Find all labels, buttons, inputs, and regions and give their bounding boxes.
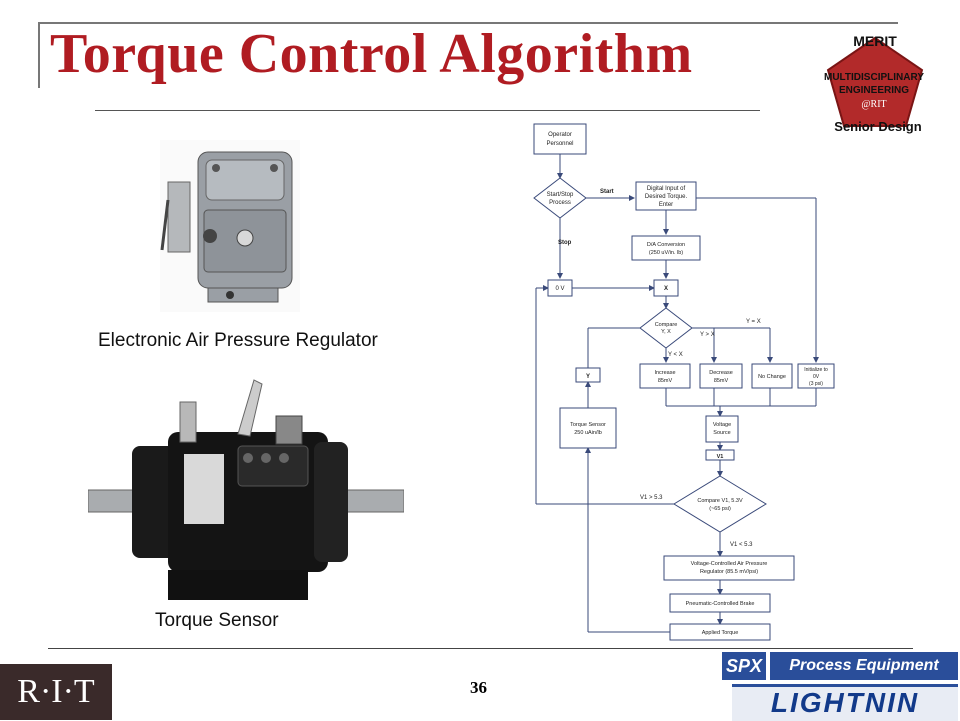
fc-increase-2: 85mV — [658, 378, 673, 384]
regulator-caption: Electronic Air Pressure Regulator — [98, 330, 378, 351]
fc-vc-2: Regulator (85.5 mV/psi) — [700, 569, 758, 575]
fc-torque-sensor-1: Torque Sensor — [570, 422, 606, 428]
fc-y-eq-x: Y = X — [746, 319, 761, 325]
fc-torque-sensor-2: 250 uAin/lb — [574, 430, 602, 436]
fc-voltage-2: Source — [713, 430, 730, 436]
title-bracket-top — [38, 22, 898, 24]
fc-init-2: 0V — [813, 374, 820, 380]
fc-digital-1: Digital Input of — [647, 186, 686, 192]
fc-operator-1: Operator — [548, 132, 572, 138]
lightnin-logo: LIGHTNIN — [722, 684, 958, 721]
fc-zero-v: 0 V — [555, 286, 564, 292]
rit-logo: R·I·T — [0, 664, 112, 720]
sensor-caption: Torque Sensor — [155, 610, 279, 631]
fc-y-gt-x: Y > X — [700, 332, 715, 338]
spx-logo: SPX Process Equipment — [722, 652, 958, 682]
page-number: 36 — [470, 678, 487, 697]
fc-v1-gt: V1 > 5.3 — [640, 495, 663, 501]
spx-logo-text: Process Equipment — [770, 652, 958, 680]
fc-digital-2: Desired Torque. — [645, 194, 688, 200]
fc-operator-2: Personnel — [546, 141, 573, 147]
fc-compare-v1-2: (~65 psi) — [709, 506, 731, 512]
fc-v1-lt: V1 < 5.3 — [730, 542, 753, 548]
fc-da-2: (250 uV/in. lb) — [649, 250, 683, 256]
fc-compare-yx-2: Y, X — [661, 329, 671, 335]
fc-y-box: Y — [586, 374, 590, 380]
torque-sensor-image — [88, 379, 404, 600]
torque-flowchart: Operator Personnel Start/Stop Process St… — [533, 123, 835, 641]
title-bracket — [38, 22, 40, 88]
fc-applied-torque: Applied Torque — [702, 630, 739, 636]
fc-start-label: Start — [600, 189, 614, 195]
merit-logo: MERIT MULTIDISCIPLINARY ENGINEERING @RIT… — [824, 33, 924, 134]
air-pressure-regulator-image — [160, 140, 300, 312]
merit-line3: @RIT — [861, 99, 886, 110]
fc-decrease-2: 85mV — [714, 378, 729, 384]
fc-v1-box: V1 — [717, 454, 724, 460]
fc-no-change: No Change — [758, 374, 786, 380]
merit-line1: MULTIDISCIPLINARY — [824, 72, 924, 83]
fc-y-lt-x: Y < X — [668, 352, 683, 358]
rit-logo-text: R·I·T — [17, 673, 95, 710]
fc-init-1: Initialize to — [804, 367, 828, 373]
merit-top-text: MERIT — [853, 33, 897, 49]
fc-da-1: D/A Conversion — [647, 242, 685, 248]
title-underline — [95, 110, 760, 111]
fc-digital-3: Enter — [659, 202, 673, 208]
fc-decrease-1: Decrease — [709, 370, 733, 376]
footer-rule — [48, 648, 913, 649]
merit-line2: ENGINEERING — [839, 85, 909, 96]
lightnin-logo-text: LIGHTNIN — [732, 684, 958, 721]
merit-bottom-text: Senior Design — [834, 119, 921, 134]
fc-compare-yx-1: Compare — [655, 322, 678, 328]
fc-brake: Pneumatic-Controlled Brake — [686, 601, 755, 607]
spx-logo-mark: SPX — [722, 652, 766, 680]
fc-startstop-2: Process — [549, 200, 571, 206]
fc-voltage-1: Voltage — [713, 422, 731, 428]
fc-startstop-1: Start/Stop — [547, 192, 574, 198]
fc-stop-label: Stop — [558, 240, 572, 246]
fc-increase-1: Increase — [654, 370, 675, 376]
fc-vc-1: Voltage-Controlled Air Pressure — [691, 561, 768, 567]
fc-compare-v1-1: Compare V1, 5.3V — [697, 498, 743, 504]
fc-init-3: (3 psi) — [809, 381, 823, 387]
fc-x-box: X — [664, 286, 668, 292]
slide-title: Torque Control Algorithm — [50, 23, 693, 85]
